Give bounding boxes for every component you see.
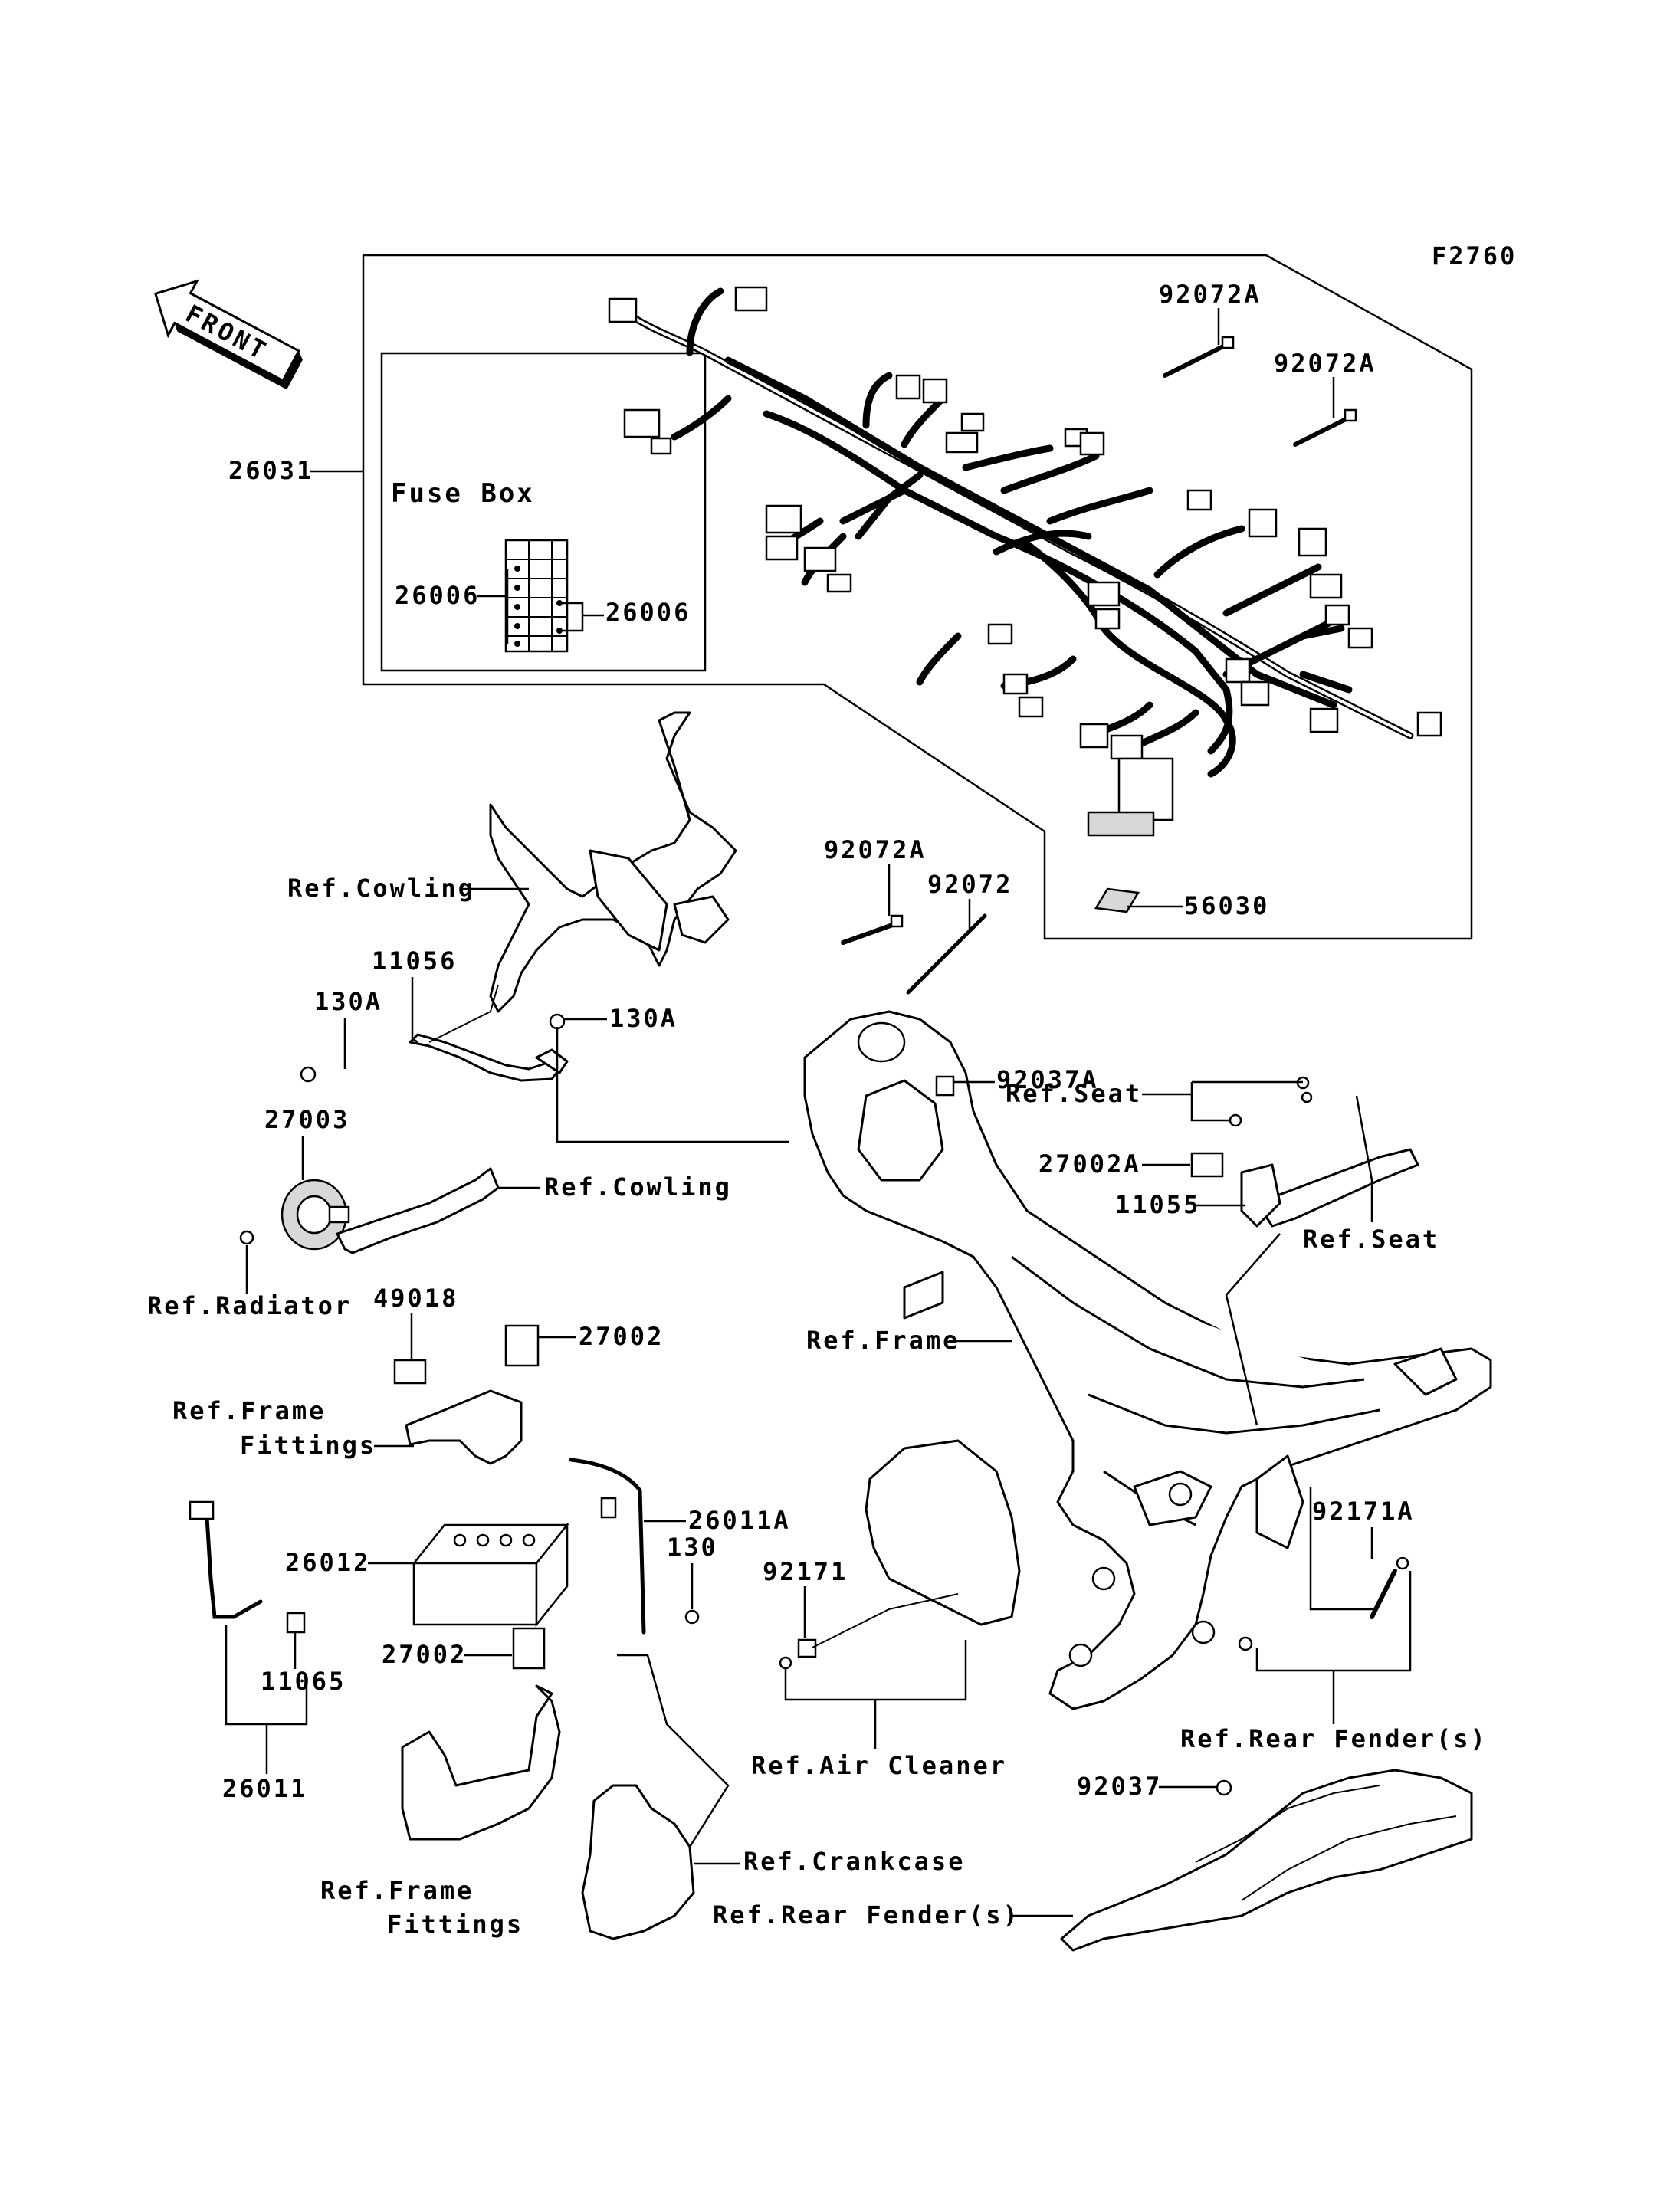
bolt-130-icon xyxy=(684,1609,700,1625)
label-130A-right: 130A xyxy=(609,1004,678,1033)
cable-tie-short xyxy=(841,921,899,945)
crankcase-part xyxy=(581,1784,695,1940)
label-ref-crankcase: Ref.Crankcase xyxy=(743,1847,965,1876)
label-ref-air-cleaner: Ref.Air Cleaner xyxy=(751,1751,1007,1780)
rear-fender xyxy=(1060,1769,1473,1952)
label-130A-left: 130A xyxy=(314,987,382,1016)
front-arrow-icon: FRONT xyxy=(154,279,303,390)
harness-box-outline xyxy=(362,254,1473,940)
label-92171A: 92171A xyxy=(1312,1497,1415,1526)
battery-cable-26011A xyxy=(569,1458,646,1635)
label-tag-icon xyxy=(1094,887,1140,913)
figure-code: F2760 xyxy=(1432,241,1517,271)
harness-connectors xyxy=(608,286,1442,837)
label-ref-radiator: Ref.Radiator xyxy=(147,1291,352,1320)
label-92037: 92037 xyxy=(1077,1772,1162,1801)
label-26006-left: 26006 xyxy=(395,581,480,610)
clip-92171 xyxy=(797,1638,817,1658)
label-26011A: 26011A xyxy=(688,1506,791,1535)
cable-tie-long xyxy=(906,913,987,995)
label-26011: 26011 xyxy=(222,1774,307,1803)
label-ref-seat-1: Ref.Seat xyxy=(1006,1079,1142,1108)
horn-bracket xyxy=(336,1167,500,1254)
label-26006-right: 26006 xyxy=(605,598,691,627)
label-11055: 11055 xyxy=(1115,1190,1200,1219)
air-cleaner xyxy=(865,1439,1021,1626)
label-ref-frame-fittings-2b: Fittings xyxy=(387,1910,523,1939)
main-wiring-harness xyxy=(625,287,1414,778)
label-92072A-3: 92072A xyxy=(824,835,927,864)
label-92037A: 92037A xyxy=(996,1065,1099,1094)
battery-icon xyxy=(412,1522,569,1628)
label-11056: 11056 xyxy=(372,946,457,976)
fuse-box-title: Fuse Box xyxy=(391,478,535,509)
label-ref-rear-fender-2: Ref.Rear Fender(s) xyxy=(713,1900,1020,1930)
label-ref-frame-fittings-2a: Ref.Frame xyxy=(320,1876,474,1905)
motorcycle-frame xyxy=(803,1010,1492,1710)
seat-bracket xyxy=(1190,1076,1419,1228)
relay-27002-lower xyxy=(512,1627,546,1670)
label-27002A: 27002A xyxy=(1039,1149,1141,1179)
label-92171: 92171 xyxy=(763,1557,848,1586)
label-56030: 56030 xyxy=(1184,891,1269,920)
label-27003: 27003 xyxy=(264,1105,349,1134)
label-26031: 26031 xyxy=(228,456,313,485)
cowling-bracket xyxy=(489,711,737,1013)
label-27002-bottom: 27002 xyxy=(382,1640,467,1669)
label-11065: 11065 xyxy=(261,1667,346,1696)
label-92072A-1: 92072A xyxy=(1159,280,1262,309)
horn-icon xyxy=(281,1179,350,1251)
bracket-11056 xyxy=(409,1033,569,1082)
cable-tie-icon xyxy=(1163,336,1357,447)
label-ref-rear-fender-1: Ref.Rear Fender(s) xyxy=(1180,1724,1488,1753)
label-ref-frame: Ref.Frame xyxy=(806,1326,960,1355)
label-130: 130 xyxy=(667,1533,718,1562)
battery-case xyxy=(401,1684,561,1841)
label-ref-frame-fittings-1b: Fittings xyxy=(240,1431,376,1460)
fuse-box-panel xyxy=(380,352,707,672)
label-92072: 92072 xyxy=(927,870,1012,899)
label-ref-seat-2: Ref.Seat xyxy=(1303,1225,1439,1254)
relay-holder xyxy=(393,1324,540,1465)
label-92072A-2: 92072A xyxy=(1274,349,1376,378)
clip-92037 xyxy=(1216,1779,1232,1796)
fuse-block-icon xyxy=(504,539,569,653)
label-ref-cowling-1: Ref.Cowling xyxy=(287,874,475,903)
label-ref-cowling-2: Ref.Cowling xyxy=(544,1172,732,1202)
bolt-icon xyxy=(300,1013,566,1083)
bolt-radiator-icon xyxy=(239,1230,254,1245)
label-49018: 49018 xyxy=(373,1284,458,1313)
clip-92037A xyxy=(935,1075,955,1097)
label-27002-top: 27002 xyxy=(579,1322,664,1351)
label-ref-frame-fittings-1a: Ref.Frame xyxy=(172,1396,326,1425)
label-26012: 26012 xyxy=(285,1548,370,1577)
battery-cable-26011 xyxy=(189,1503,263,1619)
bolt-92171A-icon xyxy=(1238,1556,1409,1651)
